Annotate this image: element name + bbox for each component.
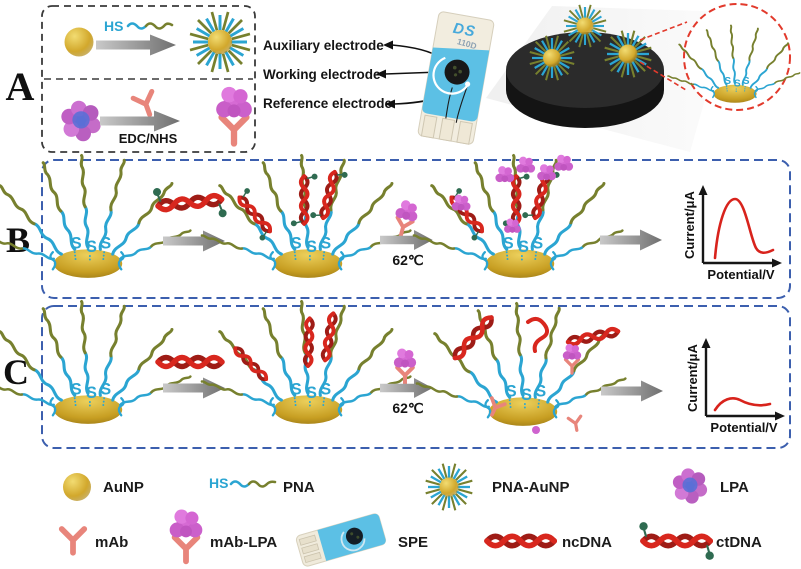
x-axis-label: Potential/V (710, 420, 778, 435)
legend-mab-icon (62, 529, 85, 553)
panel-c-box (41, 305, 791, 449)
legend-spe-icon (295, 513, 387, 567)
mab-lpa-floating (394, 349, 416, 384)
mab-lpa-conjugate (216, 87, 252, 144)
lpa-particle (61, 100, 101, 142)
y-axis-label: Current/μA (682, 190, 697, 259)
y-axis-label: Current/μA (685, 343, 700, 412)
free-mab (566, 414, 585, 434)
mismatched-electrode (202, 301, 411, 423)
legend-ctdna-label: ctDNA (716, 534, 762, 551)
spe-contact-pad (438, 117, 456, 142)
spe-contact-pad (420, 114, 438, 139)
peak-curve (713, 197, 775, 260)
reaction-arrow (100, 110, 180, 132)
legend-mab-lpa-label: mAb-LPA (210, 534, 277, 551)
ncdna-helix (158, 358, 222, 367)
pointer-arrowhead (383, 40, 393, 50)
temperature-label: 62℃ (392, 400, 424, 416)
legend-pna-squiggle-cyan (229, 480, 251, 488)
spe-contact-pad (456, 120, 473, 145)
legend-aunp-icon (63, 473, 91, 501)
step-arrow (163, 230, 225, 252)
hs-label: HS (104, 18, 123, 34)
legend-pna-squiggle-olive (247, 480, 277, 488)
washed-electrode-scene (417, 303, 626, 434)
labelled-electrode (414, 154, 623, 278)
legend-pna-label: PNA (283, 479, 315, 496)
legend-pna-aunp-label: PNA-AuNP (492, 479, 570, 496)
free-mab-lpa (563, 344, 581, 373)
pna-aunp-particle (188, 10, 252, 74)
panel-b-box (41, 159, 791, 299)
free-dna-strand (526, 317, 549, 353)
legend-aunp-label: AuNP (103, 479, 144, 496)
spe-device: DS 110D (417, 11, 495, 145)
panel-a: A HS mAb-LPA --> EDC/NHS (6, 5, 256, 153)
spe-brand: DS (452, 20, 477, 41)
free-ncdna (567, 328, 619, 346)
legend-lpa-icon (672, 468, 708, 504)
legend: AuNP HS PNA PNA-AuNP LPA mAb mAb-LPA SPE… (62, 462, 762, 567)
pna-squiggle-olive (144, 22, 174, 30)
zoom-connector-lines (639, 21, 688, 91)
temperature-label: 62℃ (392, 252, 424, 268)
reaction-arrow (96, 34, 176, 56)
ctdna-helix (153, 181, 227, 224)
x-axis-label: Potential/V (707, 267, 775, 282)
free-lpa-dot (532, 426, 540, 434)
pna-aunp-on-disc (562, 3, 608, 49)
legend-hs-prefix: HS (209, 475, 228, 491)
pna-squiggle-cyan (126, 22, 148, 30)
zoom-circle (683, 3, 791, 111)
panel-c: C 62℃ Current/μA Potential/V (0, 301, 791, 449)
step-arrow (163, 377, 225, 399)
legend-pna-aunp-icon (424, 462, 474, 512)
electrode-disc (506, 3, 664, 128)
working-electrode-label: Working electrode (263, 67, 381, 82)
electrode-labels: Auxiliary electrode Working electrode Re… (263, 38, 469, 111)
working-electrode-disc (444, 59, 470, 85)
legend-mab-label: mAb (95, 534, 128, 551)
legend-ncdna-label: ncDNA (562, 534, 612, 551)
legend-spe-label: SPE (398, 534, 428, 551)
hybridized-electrode (202, 155, 411, 277)
pointer-arrowhead (385, 99, 395, 109)
legend-ncdna-icon (487, 536, 554, 545)
auxiliary-electrode-label: Auxiliary electrode (263, 38, 384, 53)
legend-ctdna-icon (639, 522, 714, 560)
flat-curve (713, 397, 772, 412)
signal-graph-negative: Current/μA Potential/V (685, 336, 787, 435)
pointer-arrowhead (376, 69, 386, 79)
legend-lpa-label: LPA (720, 479, 749, 496)
signal-graph-positive: Current/μA Potential/V (682, 183, 784, 282)
edc-nhs-label: EDC/NHS (119, 131, 178, 146)
aunp-sphere (64, 27, 94, 57)
reference-electrode-dot (465, 81, 471, 87)
auxiliary-electrode-arc (432, 56, 470, 95)
panel-b-label: B (6, 220, 30, 260)
panel-b: B 62℃ Current/μA (0, 154, 791, 299)
panel-a-box (41, 5, 256, 153)
legend-mab-lpa-icon (170, 509, 203, 561)
panel-a-label: A (6, 64, 35, 109)
reference-electrode-label: Reference electrode (263, 96, 393, 111)
pna-aunp-on-disc (528, 34, 576, 82)
step-arrow (600, 229, 662, 251)
